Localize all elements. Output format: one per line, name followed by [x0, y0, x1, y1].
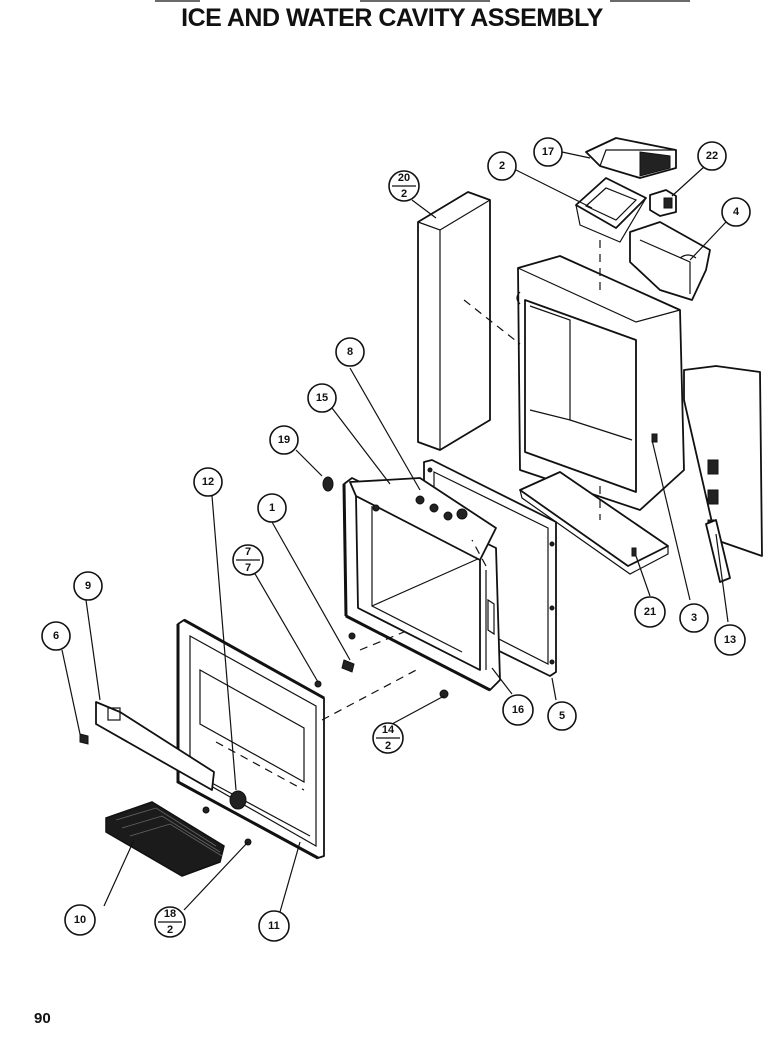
callout-7-bottom: 7: [245, 562, 251, 574]
callout-9: 9: [73, 571, 103, 601]
callout-13: 13: [714, 624, 746, 656]
part-15-top-rail: [349, 477, 497, 561]
page-title: ICE AND WATER CAVITY ASSEMBLY: [181, 4, 603, 32]
part-11-front-frame: [176, 618, 325, 860]
callout-3-label: 3: [691, 612, 697, 624]
callout-20-fraction: 20 2: [388, 170, 420, 202]
callout-4-label: 4: [733, 206, 740, 218]
callout-8-label: 8: [347, 346, 353, 358]
callout-22-label: 22: [706, 150, 718, 162]
callout-10: 10: [64, 904, 96, 936]
callout-19-label: 19: [278, 434, 290, 446]
callout-1: 1: [257, 493, 287, 523]
callout-11-label: 11: [268, 920, 280, 932]
leader-lines: [61, 151, 729, 913]
callout-22: 22: [697, 141, 727, 171]
callout-14-top: 14: [382, 724, 395, 736]
callout-15-label: 15: [316, 392, 328, 404]
callout-6: 6: [41, 621, 71, 651]
callout-10-label: 10: [74, 914, 86, 926]
callout-12: 12: [193, 467, 223, 497]
callout-11: 11: [258, 910, 290, 942]
callout-20-top: 20: [398, 172, 410, 184]
part-1-clip: [341, 632, 356, 673]
part-22-switch: [649, 189, 677, 217]
part-14-screw: [439, 689, 449, 699]
callout-9-label: 9: [85, 580, 91, 592]
part-9-bracket: [79, 701, 215, 791]
callout-18-fraction: 18 2: [154, 906, 186, 938]
callout-19: 19: [269, 425, 299, 455]
callout-20-bottom: 2: [401, 188, 407, 200]
callout-13-label: 13: [724, 634, 736, 646]
part-20-insulation-block: [417, 191, 491, 451]
callout-16-label: 16: [512, 704, 524, 716]
callout-1-label: 1: [269, 502, 275, 514]
callout-21: 21: [634, 596, 666, 628]
callout-17: 17: [533, 137, 563, 167]
callout-4: 4: [721, 197, 751, 227]
part-2-chute: [575, 177, 647, 292]
callout-3: 3: [679, 603, 709, 633]
part-10-drip-tray: [105, 801, 225, 877]
callout-7-top: 7: [245, 546, 251, 558]
callout-18-top: 18: [164, 908, 176, 920]
assembly-lines: [321, 299, 601, 721]
callout-14-fraction: 14 2: [372, 722, 404, 754]
callout-8: 8: [335, 337, 365, 367]
callout-2-label: 2: [499, 160, 505, 172]
callout-5: 5: [547, 701, 577, 731]
callout-14-bottom: 2: [385, 740, 391, 752]
callout-2: 2: [487, 151, 517, 181]
callout-18-bottom: 2: [167, 924, 173, 936]
part-19-grommet: [322, 476, 334, 492]
part-12-light: [229, 790, 247, 810]
part-3-cavity-housing: [516, 255, 685, 511]
part-side-panel: [683, 365, 763, 557]
callout-21-label: 21: [644, 606, 656, 618]
page-number: 90: [34, 1010, 51, 1027]
part-21-bottom-plate: [519, 471, 669, 575]
callout-12-label: 12: [202, 476, 214, 488]
part-17-flap: [585, 137, 677, 179]
callout-17-label: 17: [542, 146, 554, 158]
callout-5-label: 5: [559, 710, 565, 722]
callout-15: 15: [307, 383, 337, 413]
callout-7-fraction: 7 7: [232, 544, 264, 576]
callout-6-label: 6: [53, 630, 59, 642]
callout-16: 16: [502, 694, 534, 726]
part-4-top-duct: [629, 221, 711, 301]
